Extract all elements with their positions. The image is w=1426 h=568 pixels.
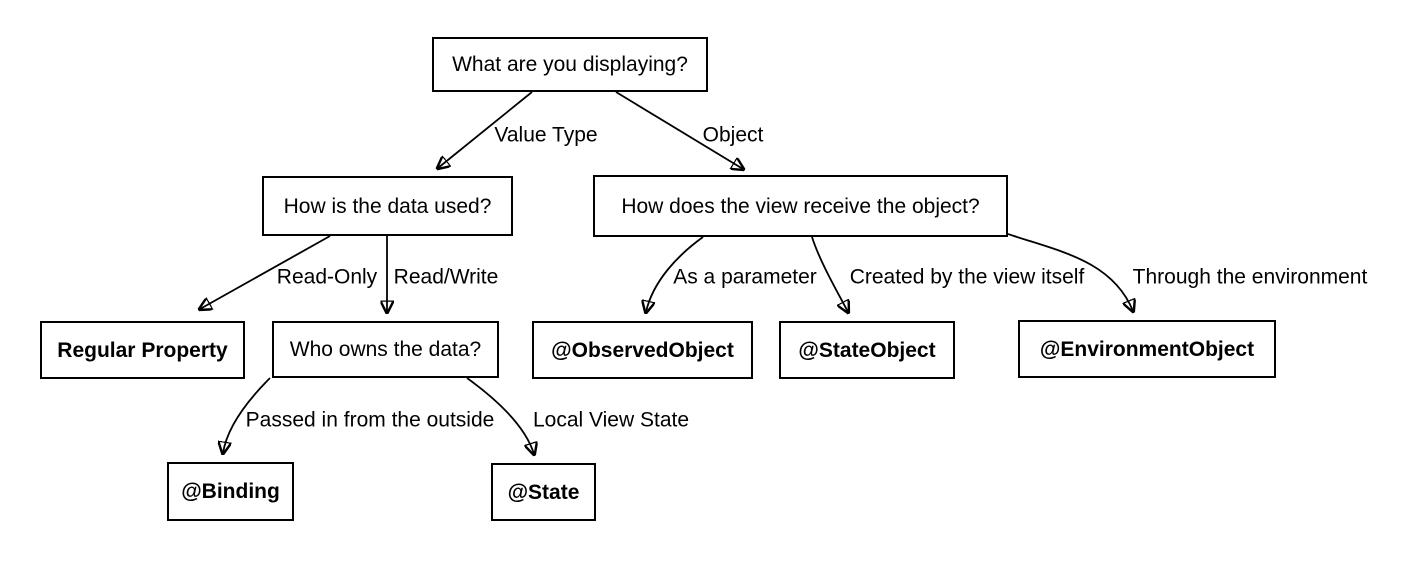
edge-label-read-write: Read/Write (393, 265, 499, 289)
node-state: @State (491, 463, 596, 521)
arrow-how-receive-to-observed-object (646, 236, 704, 312)
node-regular-property: Regular Property (40, 321, 245, 379)
edge-label-as-a-parameter: As a parameter (673, 265, 817, 289)
node-how-view-receives: How does the view receive the object? (593, 175, 1008, 237)
node-observed-object: @ObservedObject (532, 321, 753, 379)
arrow-who-owns-to-binding (223, 377, 271, 453)
arrow-how-receive-to-state-object (811, 236, 848, 312)
node-environment-object: @EnvironmentObject (1018, 320, 1276, 378)
arrow-how-used-to-regular-property (200, 235, 331, 309)
edge-label-created-by-view-itself: Created by the view itself (849, 265, 1085, 289)
edge-label-read-only: Read-Only (276, 265, 378, 289)
edge-label-object: Object (702, 123, 764, 147)
arrow-root-to-how-used (438, 91, 533, 168)
edge-label-passed-in-from-outside: Passed in from the outside (245, 408, 495, 432)
node-root-question: What are you displaying? (432, 37, 708, 92)
edge-label-through-the-environment: Through the environment (1132, 265, 1368, 289)
edge-label-local-view-state: Local View State (532, 408, 690, 432)
node-state-object: @StateObject (779, 321, 955, 379)
node-binding: @Binding (167, 462, 294, 521)
arrow-who-owns-to-state (466, 377, 534, 454)
node-how-data-used: How is the data used? (262, 176, 513, 236)
edge-label-value-type: Value Type (494, 123, 598, 147)
arrow-root-to-how-receive (615, 91, 743, 169)
node-who-owns-data: Who owns the data? (272, 321, 499, 378)
arrow-how-receive-to-environment-object (1007, 233, 1133, 311)
